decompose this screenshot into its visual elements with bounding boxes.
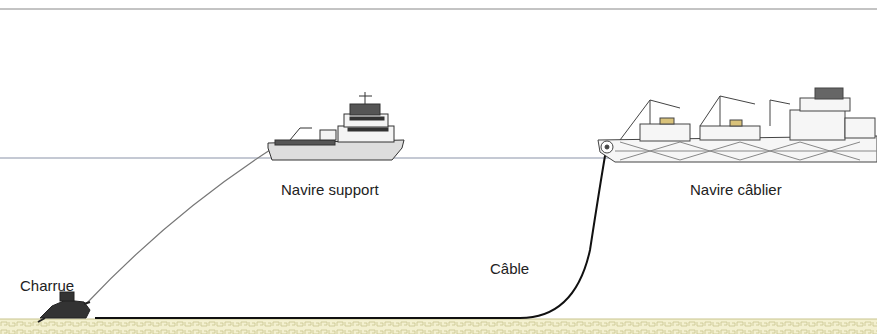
top-rule — [0, 9, 877, 10]
cable-label: Câble — [490, 260, 529, 278]
support-ship — [268, 92, 404, 160]
ship-label: Navire support — [281, 181, 379, 199]
plough — [38, 292, 90, 322]
plough-label: Charrue — [20, 277, 74, 295]
tow-line — [86, 150, 270, 304]
ship-label: Navire câblier — [690, 181, 782, 199]
cable — [95, 150, 606, 318]
cable-ship — [598, 88, 877, 162]
seabed — [0, 319, 877, 334]
